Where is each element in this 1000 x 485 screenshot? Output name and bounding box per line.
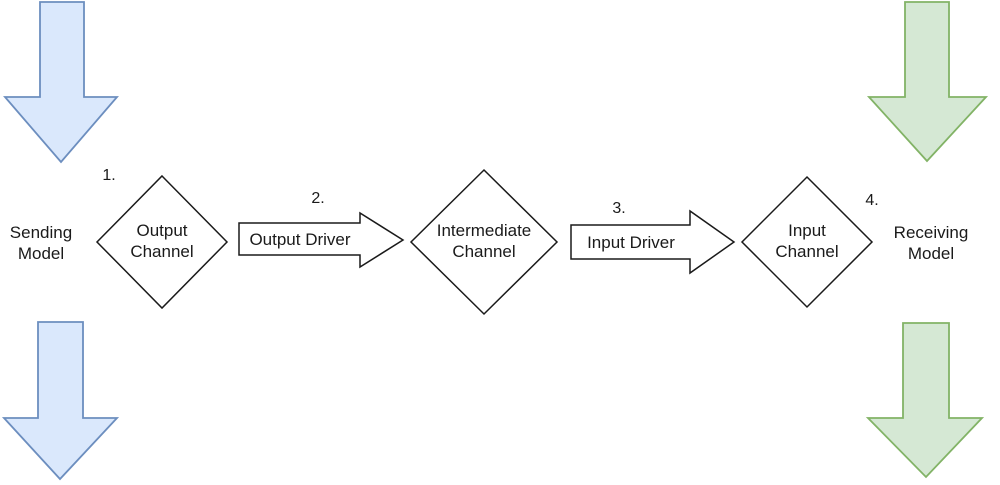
output-channel-diamond — [95, 174, 229, 310]
down-arrow-receiving-top-icon — [866, 1, 989, 163]
intermediate-channel-diamond — [409, 168, 559, 316]
step-number-3: 3. — [612, 200, 626, 217]
step-number-4: 4. — [865, 192, 879, 209]
step-number-2: 2. — [311, 190, 325, 207]
receiving-model-label: Receiving Model — [893, 223, 969, 264]
intermediate-channel-label: Intermediate Channel — [436, 221, 532, 262]
down-arrow-sending-bottom-icon — [1, 321, 120, 481]
sending-model-label: Sending Model — [9, 223, 73, 264]
output-driver-arrow — [238, 211, 405, 269]
input-driver-arrow — [570, 209, 736, 275]
output-channel-label: Output Channel — [130, 221, 194, 262]
input-channel-label: Input Channel — [775, 221, 839, 262]
down-arrow-receiving-bottom-icon — [865, 322, 985, 479]
output-driver-label: Output Driver — [249, 230, 351, 249]
down-arrow-sending-top-icon — [3, 1, 119, 164]
input-driver-label: Input Driver — [587, 233, 675, 252]
step-number-1: 1. — [102, 167, 116, 184]
input-channel-diamond — [740, 175, 874, 309]
